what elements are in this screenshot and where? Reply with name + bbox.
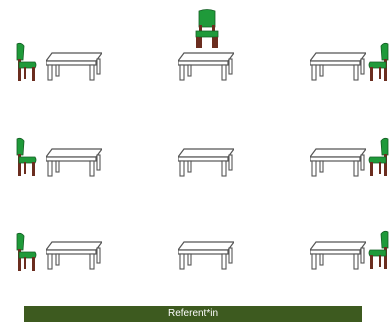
- chair-icon: [193, 9, 221, 49]
- table-icon: [178, 143, 234, 177]
- table-icon: [46, 143, 102, 177]
- chair-icon: [366, 230, 390, 270]
- chair-icon: [366, 137, 390, 177]
- chair-icon: [11, 137, 39, 177]
- seating-plan: [0, 0, 390, 300]
- table-icon: [310, 47, 366, 81]
- table-icon: [46, 47, 102, 81]
- table-icon: [310, 143, 366, 177]
- table-icon: [46, 236, 102, 270]
- table-icon: [310, 236, 366, 270]
- chair-icon: [11, 42, 39, 82]
- table-icon: [178, 47, 234, 81]
- table-icon: [178, 236, 234, 270]
- chair-icon: [11, 232, 39, 272]
- speaker-banner: Referent*in: [24, 306, 362, 322]
- chair-icon: [366, 42, 390, 82]
